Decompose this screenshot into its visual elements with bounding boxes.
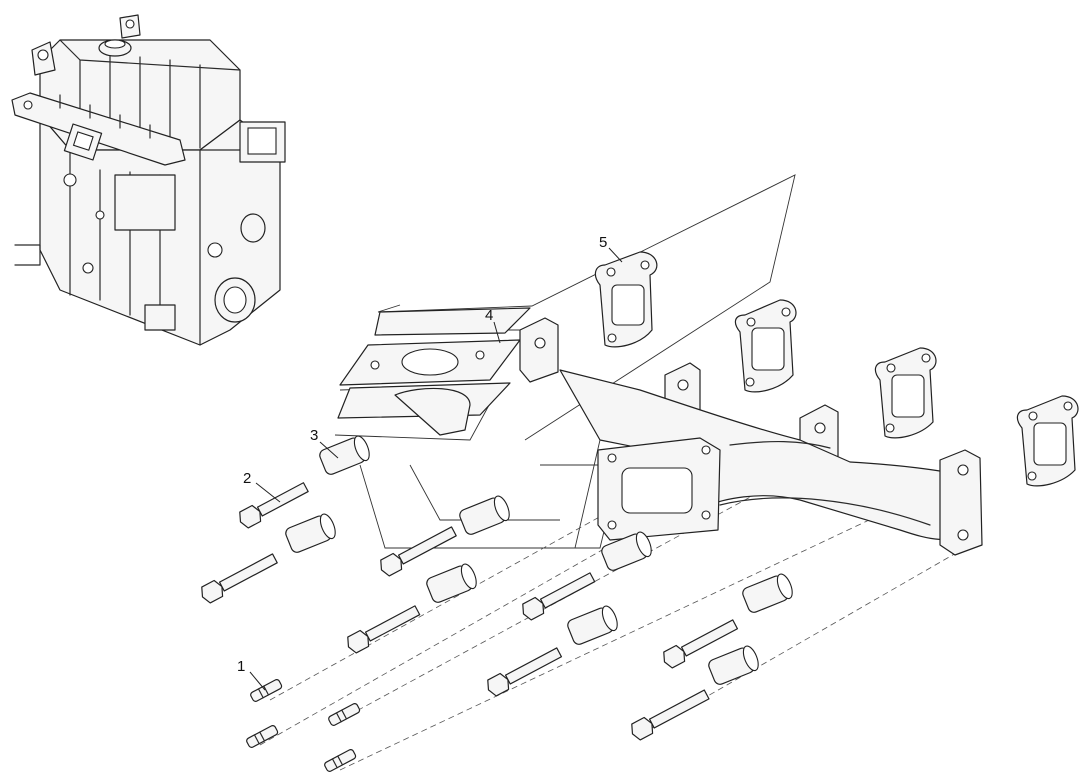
callout-2: 2	[243, 470, 251, 487]
callout-5: 5	[599, 234, 607, 251]
callout-3: 3	[310, 427, 318, 444]
part-1-studs	[246, 679, 361, 772]
callout-4: 4	[485, 307, 493, 324]
part-5-port-gaskets	[594, 251, 1079, 487]
part-2-bolts	[201, 482, 739, 741]
part-4-flange-gaskets	[337, 307, 531, 436]
engine-block-thumbnail	[11, 14, 286, 346]
callout-leaders	[249, 247, 623, 691]
exhaust-manifold	[519, 317, 983, 556]
callout-1: 1	[237, 658, 245, 675]
part-3-spacers	[285, 435, 793, 685]
